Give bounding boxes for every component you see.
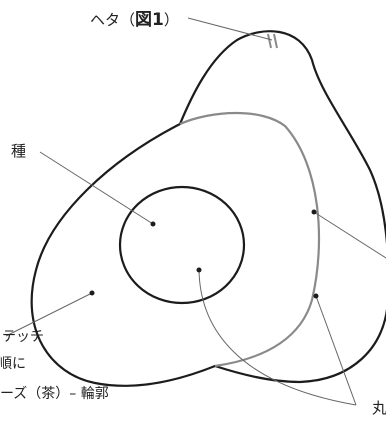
- flesh-dot-left: [90, 291, 95, 296]
- stem-mark-2: [274, 34, 277, 48]
- label-right-cut: 丸: [372, 399, 386, 417]
- seed-dot: [151, 222, 156, 227]
- leader-seed: [40, 152, 153, 224]
- leader-heta: [188, 18, 272, 40]
- label-heta: ヘタ（図1）: [90, 10, 179, 30]
- stem-mark: [268, 34, 271, 48]
- inner-outline-dot: [312, 210, 317, 215]
- avocado-outer-outline: [32, 31, 386, 386]
- label-tetchi: テッチ: [2, 329, 44, 345]
- skin-dot-right: [314, 294, 319, 299]
- label-jun: 順に: [0, 356, 26, 372]
- avocado-inner-outline: [180, 113, 319, 366]
- leader-right-3: [316, 296, 356, 405]
- seed-dot-lower: [197, 268, 202, 273]
- label-bottom: ーズ（茶）– 輪郭: [0, 385, 109, 402]
- leader-right-1: [314, 212, 386, 258]
- label-seed: 種: [11, 142, 26, 160]
- seed-circle: [120, 187, 244, 303]
